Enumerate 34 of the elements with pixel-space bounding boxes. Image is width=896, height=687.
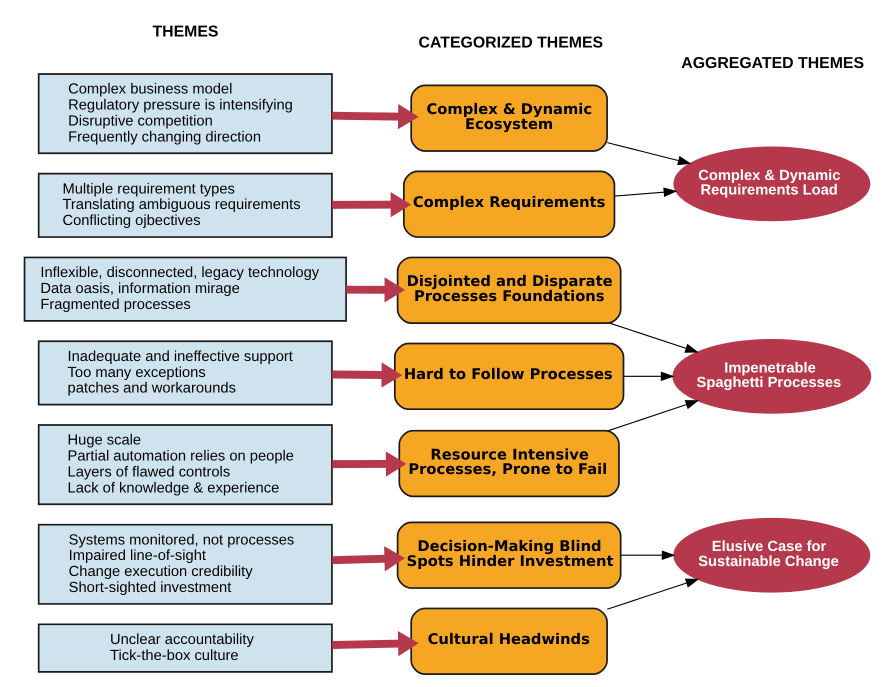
node-box: Multiple requirement types Translating ambiguous requirements Conflicting ojbectives — [38, 172, 333, 238]
arrow — [614, 187, 678, 197]
node-box: Inflexible, disconnected, legacy technology Data oasis, information mirage Fragmented processes — [24, 256, 347, 322]
node-box: Unclear accountability Tick-the-box culture — [38, 623, 333, 673]
node-box: Inadequate and ineffective support Too many exceptions patches and workarounds — [38, 340, 333, 406]
node-box: Complex business model Regulatory pressure is intensifying Disruptive competition Frequently changing direction — [38, 73, 333, 154]
arrow — [332, 546, 406, 572]
arrow — [607, 578, 700, 610]
node-box: Cultural Headwinds — [410, 608, 608, 675]
arrow — [610, 322, 699, 353]
label: THEMES — [152, 23, 219, 40]
arrow — [332, 631, 419, 656]
arrow — [332, 192, 412, 218]
node-ellipse: Complex & Dynamic Requirements Load — [673, 146, 870, 222]
arrow — [608, 400, 700, 432]
arrow — [624, 372, 674, 382]
node-box: Systems monitored, not processes Impaired line-of-sight Change execution credibility Short-sighted investment — [38, 524, 333, 605]
node-ellipse: Impenetrable Spaghetti Processes — [672, 338, 872, 414]
arrow — [620, 550, 676, 560]
arrow — [607, 142, 692, 166]
node-box: Disjointed and Disparate Processes Foundations — [396, 256, 622, 324]
node-ellipse: Elusive Case for Sustainable Change — [673, 518, 870, 593]
node-box: Hard to Follow Processes — [394, 342, 624, 410]
label: AGGREGATED THEMES — [681, 55, 864, 72]
arrow — [332, 104, 419, 130]
arrow — [346, 277, 406, 302]
label: CATEGORIZED THEMES — [418, 34, 604, 52]
node-box: Huge scale Partial automation relies on people Layers of flawed controls Lack of knowledge & experience — [38, 424, 333, 506]
node-box: Complex Requirements — [402, 170, 616, 238]
node-box: Decision-Making Blind Spots Hinder Investment — [396, 522, 622, 589]
arrow — [332, 362, 402, 388]
arrow — [332, 451, 406, 477]
node-box: Resource Intensive Processes, Prone to Fail — [398, 430, 620, 498]
node-box: Complex & Dynamic Ecosystem — [410, 84, 608, 152]
